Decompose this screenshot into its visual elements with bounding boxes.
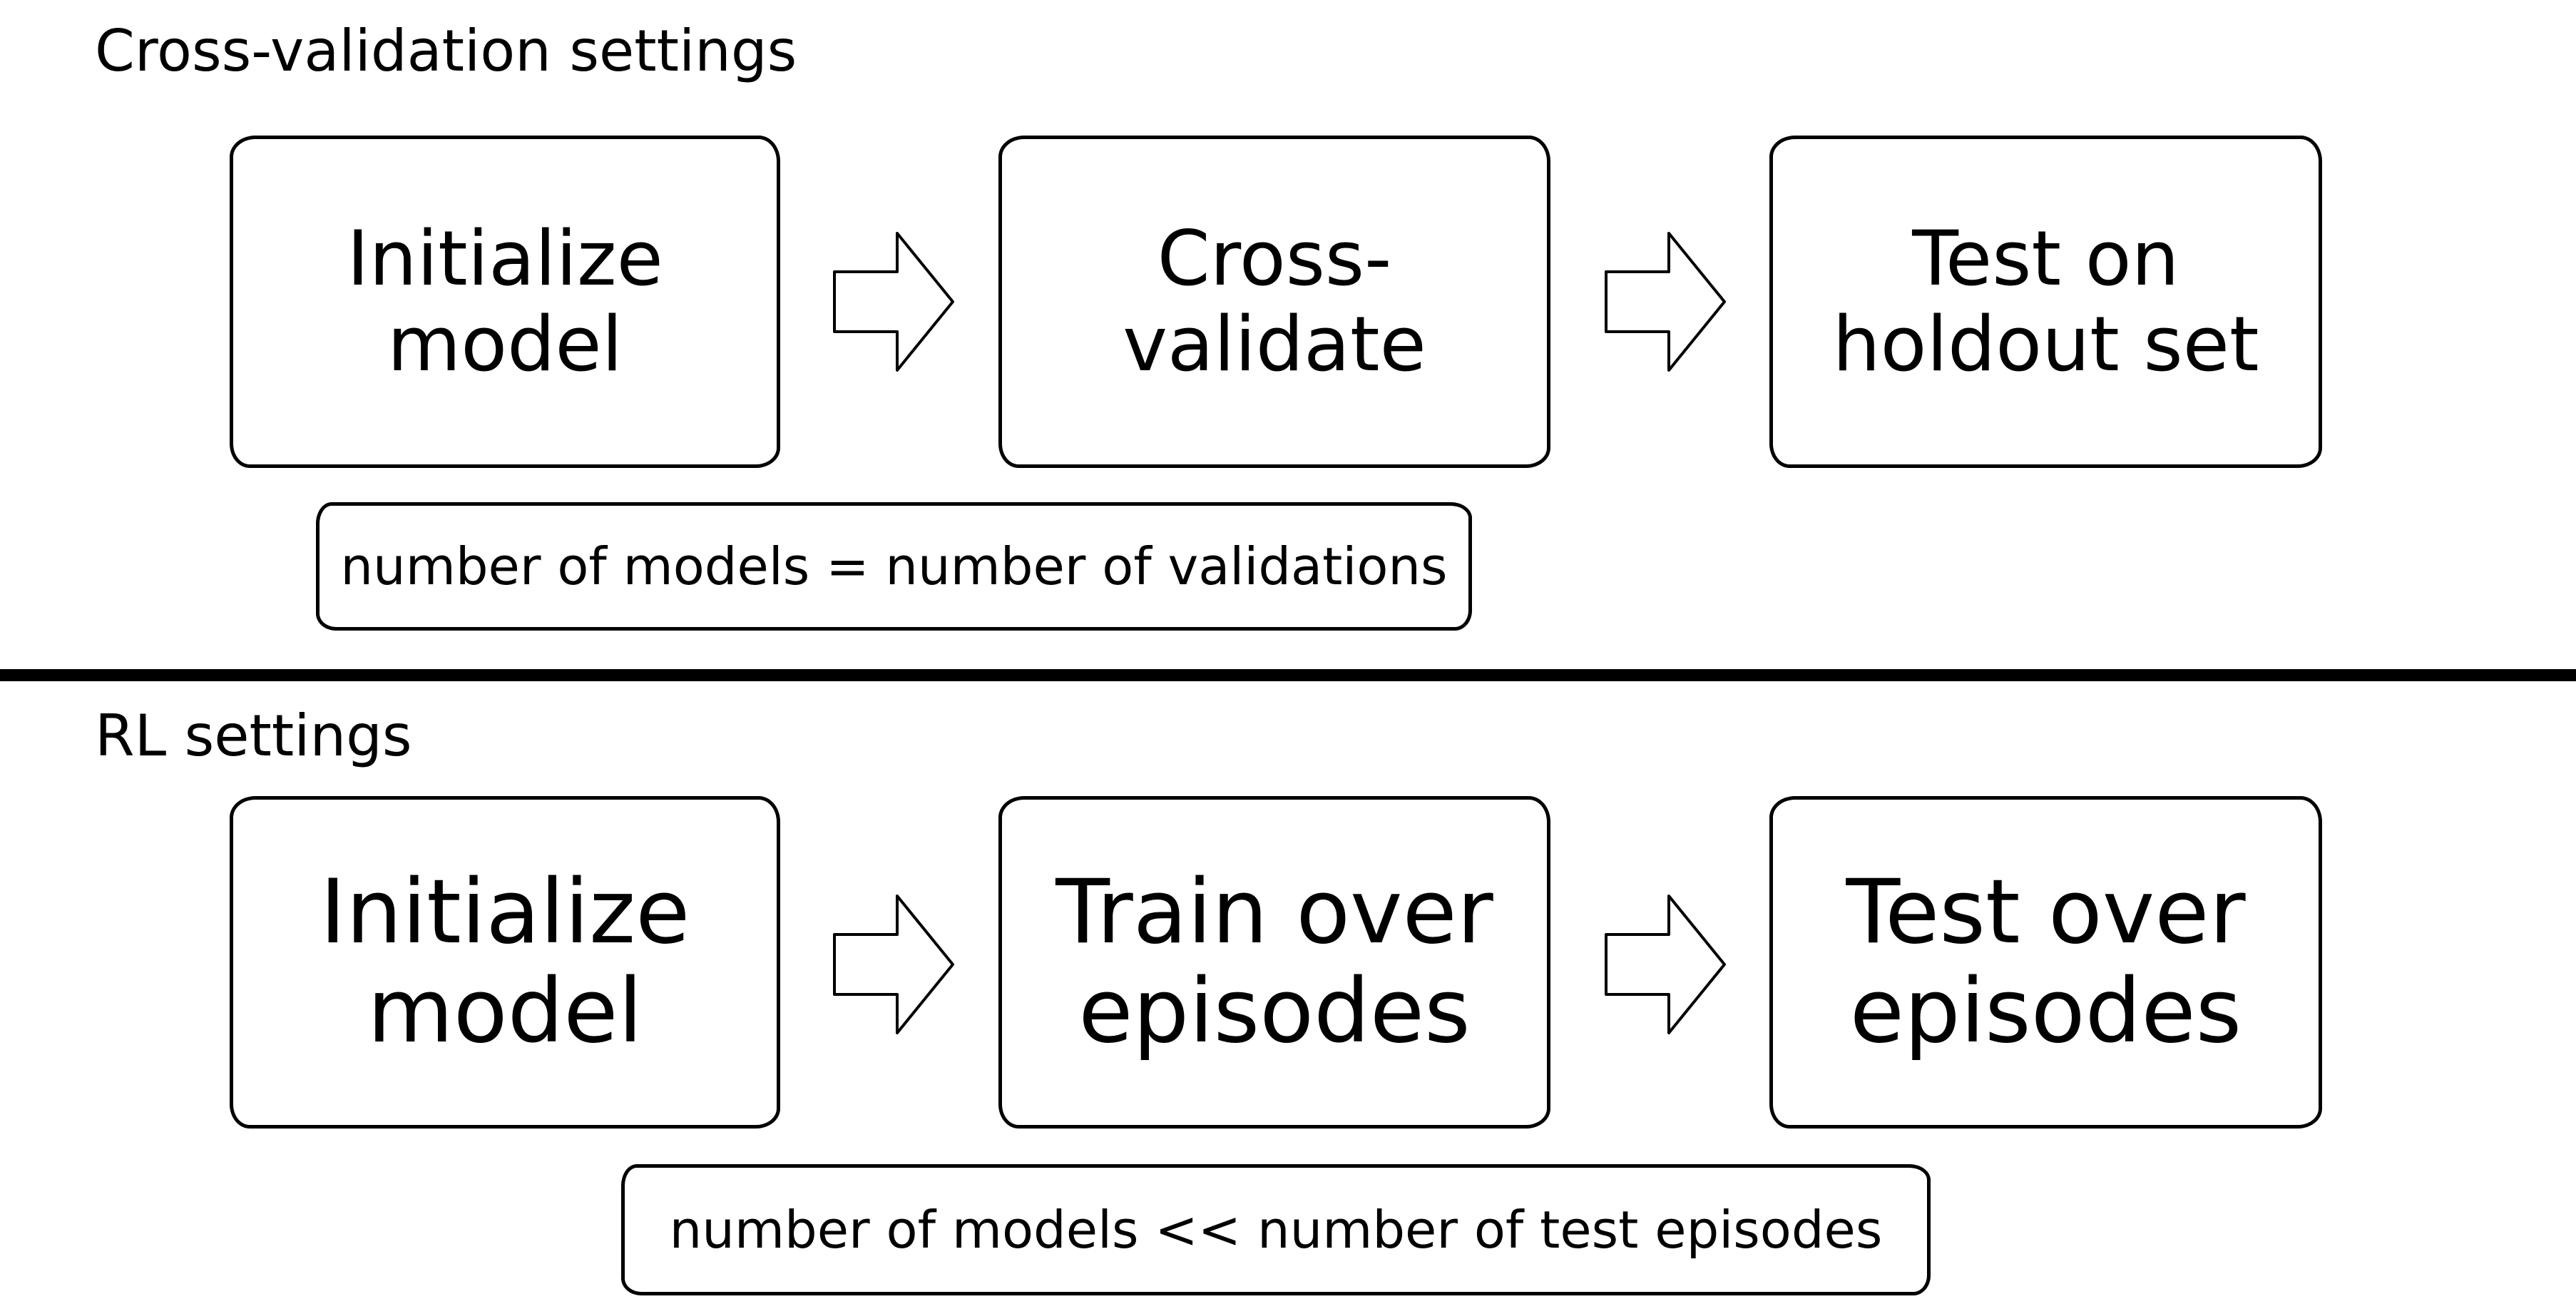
rl-note: number of models << number of test episo… [621, 1164, 1931, 1295]
step-train-over-episodes: Train over episodes [998, 796, 1550, 1129]
step-cross-validate: Cross- validate [998, 136, 1550, 468]
right-arrow-icon [1605, 232, 1726, 372]
right-arrow-icon [833, 232, 954, 372]
step-label: Test on holdout set [1832, 215, 2259, 388]
step-initialize-model-cv: Initialize model [230, 136, 780, 468]
step-label: Initialize model [320, 861, 690, 1063]
cross-validation-title: Cross-validation settings [95, 18, 797, 84]
step-test-over-episodes: Test over episodes [1769, 796, 2322, 1129]
cv-note: number of models = number of validations [316, 502, 1472, 631]
step-label: Cross- validate [1123, 215, 1426, 388]
rl-settings-title: RL settings [95, 703, 412, 769]
right-arrow-icon [1605, 895, 1726, 1034]
step-label: Test over episodes [1846, 861, 2246, 1063]
step-label: Initialize model [347, 215, 663, 388]
step-initialize-model-rl: Initialize model [230, 796, 780, 1129]
step-label: Train over episodes [1056, 861, 1493, 1063]
right-arrow-icon [833, 895, 954, 1034]
step-test-holdout: Test on holdout set [1769, 136, 2322, 468]
section-divider [0, 669, 2576, 681]
